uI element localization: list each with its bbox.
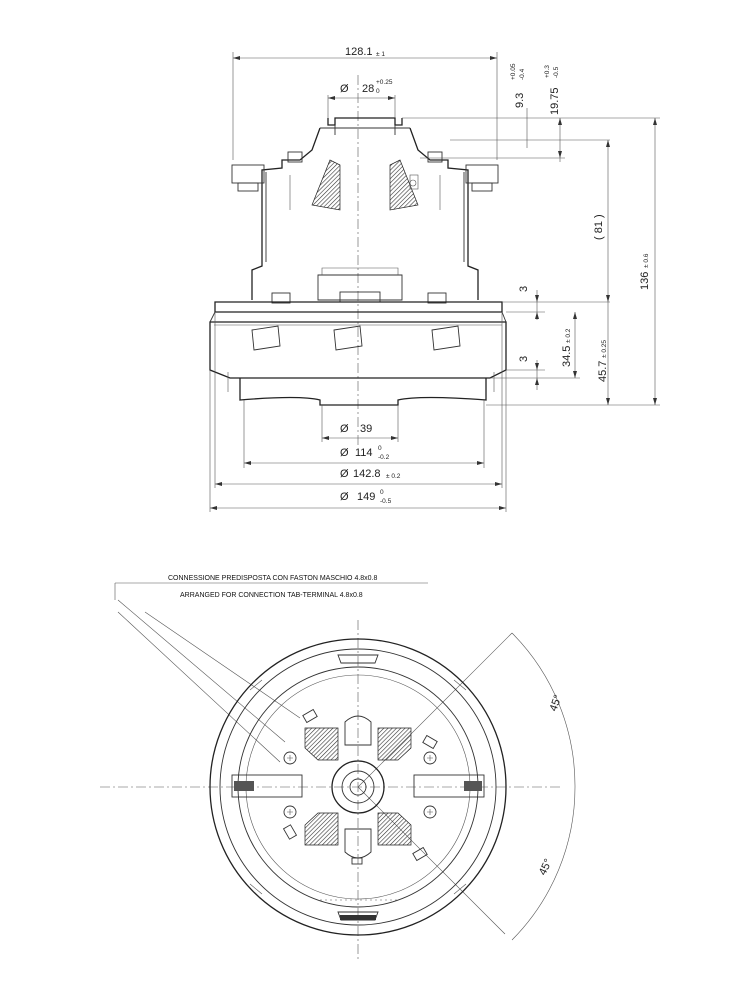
angle-line-lower	[357, 786, 506, 935]
angle-line-upper	[357, 632, 513, 788]
screw-3	[423, 751, 437, 765]
dim-142-8-tol: ± 0.2	[386, 473, 401, 480]
dim-149-tol-upper: 0	[380, 489, 384, 496]
terminal-tab-left	[231, 164, 265, 184]
dim-19-75-tol-upper: +0.3	[544, 65, 551, 78]
angle-arc-lower	[511, 786, 576, 941]
screw-1	[283, 751, 297, 765]
dim-128-1-tol: ± 1	[376, 51, 385, 58]
dim-45-7-tol: ± 0.25	[601, 340, 608, 358]
hub-slot-top	[344, 715, 372, 746]
brush-block-lower-right	[377, 812, 412, 846]
dim-128-1: 128.1	[345, 46, 373, 58]
outer-ring	[209, 638, 507, 936]
terminal-arm-left	[231, 774, 303, 798]
dim-149-tol-lower: -0.5	[380, 498, 392, 505]
dim-142-8: 142.8	[353, 468, 381, 480]
dim-149-symbol: Ø	[340, 491, 349, 503]
dim-19-75: 19.75	[549, 87, 561, 115]
brush-holder-left	[311, 159, 341, 211]
connection-note-italian: CONNESSIONE PREDISPOSTA CON FASTON MASCH…	[168, 575, 378, 582]
motor-housing-left	[251, 127, 321, 300]
bearing-housing	[317, 274, 403, 301]
leader-line-2	[117, 611, 281, 763]
shaft	[349, 778, 367, 796]
dim-114-tol-lower: -0.2	[378, 454, 390, 461]
leader-line-1	[117, 599, 286, 743]
dim-28-symbol: Ø	[340, 83, 349, 95]
dim-9-3: 9.3	[514, 93, 526, 108]
angle-arc-upper	[511, 632, 576, 788]
screw-2	[283, 805, 297, 819]
angle-45-lower: 45°	[537, 857, 555, 877]
dim-39-symbol: Ø	[340, 423, 349, 435]
top-view: CONNESSIONE PREDISPOSTA CON FASTON MASCH…	[100, 575, 576, 960]
hub-slot-bottom	[344, 828, 372, 859]
dim-9-3-tol-upper: +0.05	[510, 63, 517, 80]
brush-block-lower-left	[304, 812, 339, 846]
dim-28-tol-upper: +0.25	[376, 79, 393, 86]
screw-left	[271, 292, 291, 304]
dim-34-5-tol: ± 0.2	[565, 328, 572, 343]
brush-holder-right	[389, 159, 419, 211]
dim-136-tol: ± 0.6	[643, 253, 650, 268]
terminal-arm-right	[413, 774, 485, 798]
dim-3-bottom: 3	[518, 356, 530, 362]
central-hub	[331, 760, 385, 814]
flange-plate	[214, 301, 503, 313]
angle-45-upper: 45°	[548, 693, 565, 713]
tab-top	[337, 654, 379, 664]
side-view: 128.1 ± 1 Ø 28 +0.25 0 9.3 +0.05 -0.4 19…	[209, 46, 660, 512]
dim-114: 114	[355, 447, 373, 459]
dim-28-tol-lower: 0	[376, 88, 380, 95]
dim-136: 136	[639, 272, 651, 290]
dim-114-symbol: Ø	[340, 447, 349, 459]
dim-28: 28	[362, 83, 374, 95]
dim-34-5: 34.5	[561, 346, 573, 367]
dim-81: ( 81 )	[593, 214, 605, 240]
screw-4	[423, 805, 437, 819]
intake-tube-top	[327, 117, 403, 126]
motor-housing-right	[409, 127, 479, 300]
dim-3-top: 3	[518, 286, 530, 292]
screw-right	[427, 292, 447, 304]
fan-base	[239, 378, 487, 406]
terminal-tab-right	[465, 164, 499, 184]
dim-9-3-tol-lower: -0.4	[519, 68, 526, 80]
dim-19-75-tol-lower: -0.5	[553, 66, 560, 78]
brush-block-upper-right	[377, 727, 412, 761]
dim-45-7: 45.7	[597, 361, 609, 382]
outlet-slot-3	[431, 325, 461, 351]
dim-142-8-symbol: Ø	[340, 468, 349, 480]
dim-114-tol-upper: 0	[378, 445, 382, 452]
brush-block-upper-left	[304, 727, 339, 761]
outlet-slot-2	[333, 325, 363, 351]
connection-note-english: ARRANGED FOR CONNECTION TAB-TERMINAL 4.8…	[180, 592, 363, 599]
outlet-slot-1	[251, 325, 281, 351]
dim-39: 39	[360, 423, 372, 435]
dim-149: 149	[357, 491, 375, 503]
